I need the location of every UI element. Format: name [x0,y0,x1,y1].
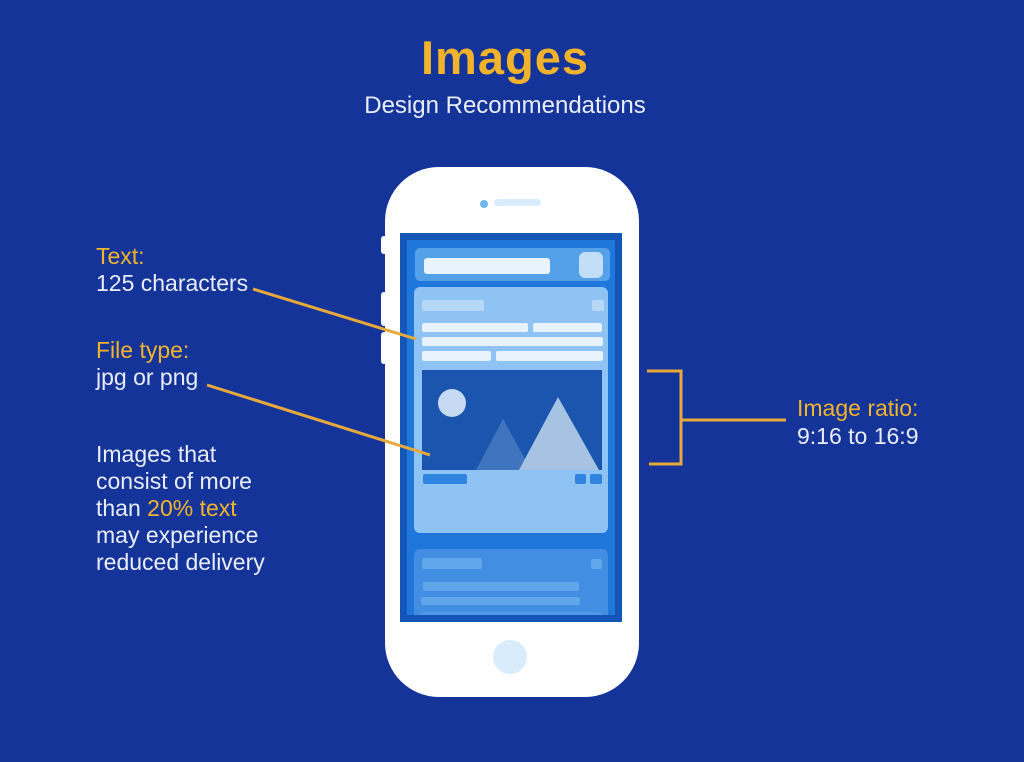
cta-button-placeholder [423,474,467,484]
note-line: than 20% text [96,495,265,522]
phone-speaker-icon [494,199,541,206]
text-line-placeholder [421,597,580,605]
note-line-pre: than [96,495,148,521]
home-button [493,640,527,674]
phone-camera-icon [480,200,488,208]
next-ad-card [414,549,608,615]
annotation-label: Image ratio: [797,395,919,421]
phone-mockup [381,167,639,697]
annotation-label: Text: [96,243,145,269]
search-bar-placeholder [424,258,550,274]
ad-card [414,287,608,533]
card-options-icon [592,300,604,311]
annotation-text-percentage: Images that consist of more than 20% tex… [96,441,265,576]
card-title-placeholder [422,558,482,569]
text-line-placeholder [422,323,528,332]
annotation-file-type: File type: jpg or png [96,337,198,391]
card-options-icon [591,559,602,569]
share-icon-placeholder [590,474,602,484]
note-line: may experience [96,522,259,548]
card-title-placeholder [422,300,484,311]
text-line-placeholder [422,337,603,346]
text-line-placeholder [422,351,491,361]
annotation-image-ratio: Image ratio: 9:16 to 16:9 [797,394,919,450]
phone-volume-down-button [381,332,389,364]
menu-button-placeholder [579,252,603,278]
like-icon-placeholder [575,474,586,484]
ad-image-placeholder [421,612,601,615]
note-line-highlight: 20% text [147,495,237,521]
phone-screen [400,233,622,622]
page-subtitle: Design Recommendations [364,92,646,119]
phone-power-button [381,236,389,254]
sun-icon [438,389,466,417]
note-line: Images that [96,441,217,467]
ratio-bracket [647,369,786,466]
note-line: reduced delivery [96,549,265,575]
annotation-value: jpg or png [96,364,199,390]
note-line: consist of more [96,468,252,494]
text-line-placeholder [496,351,603,361]
mountain-front-icon [519,397,599,470]
annotation-value: 9:16 to 16:9 [797,423,919,449]
app-top-bar [415,248,610,281]
text-line-placeholder [423,582,579,591]
annotation-value: 125 characters [96,270,249,296]
ad-image-placeholder [422,370,602,470]
annotation-text-limit: Text: 125 characters [96,243,248,297]
phone-volume-up-button [381,292,389,326]
text-line-placeholder [533,323,602,332]
page-title: Images [421,31,589,84]
annotation-label: File type: [96,337,190,363]
